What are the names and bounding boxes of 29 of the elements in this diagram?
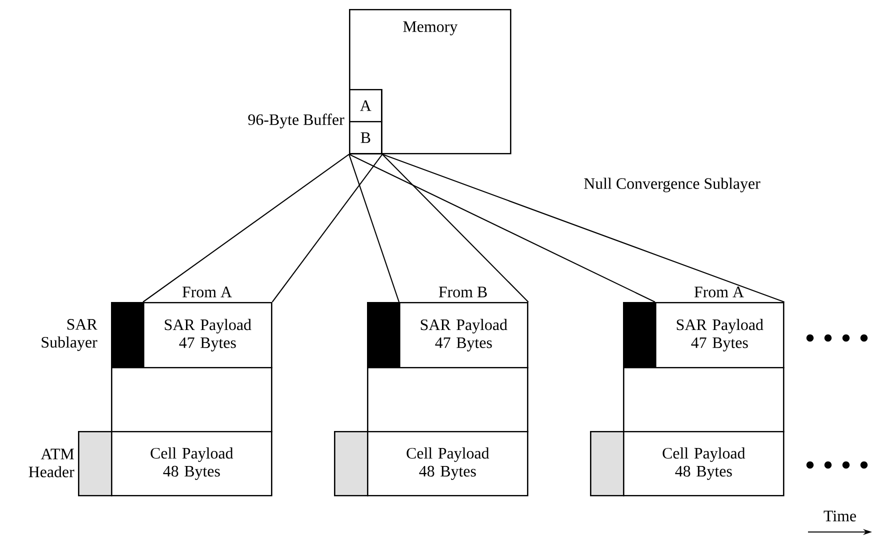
- empty-box: [367, 367, 528, 432]
- beside-label: From A: [182, 286, 232, 298]
- header-block: [78, 431, 112, 496]
- payload-box: Cell Payload 48 Bytes: [111, 431, 272, 496]
- connector-line: [382, 154, 529, 302]
- connector-line: [272, 154, 383, 302]
- layer-label: Null Convergence Sublayer: [584, 178, 760, 192]
- connector-line: [142, 154, 350, 302]
- layer-label: ATM Header: [28, 448, 74, 478]
- empty-box: [111, 367, 272, 432]
- empty-box: [623, 367, 784, 432]
- payload-box: SAR Payload 47 Bytes: [143, 302, 272, 368]
- header-block: [590, 431, 624, 496]
- axis-label: Time: [824, 510, 856, 522]
- connector-line: [348, 154, 400, 302]
- connector-line: [348, 154, 656, 302]
- beside-label: 96-Byte Buffer: [248, 114, 344, 128]
- payload-box: SAR Payload 47 Bytes: [655, 302, 784, 368]
- payload-box: Cell Payload 48 Bytes: [367, 431, 528, 496]
- header-block: [334, 431, 368, 496]
- beside-label: From A: [694, 286, 744, 298]
- header-block: [111, 302, 144, 368]
- beside-label: From B: [438, 286, 487, 298]
- connector-line: [382, 154, 784, 303]
- header-block: [367, 302, 400, 368]
- header-block: [623, 302, 656, 368]
- payload-box: Cell Payload 48 Bytes: [623, 431, 784, 496]
- payload-box: SAR Payload 47 Bytes: [399, 302, 528, 368]
- layer-label: SAR Sublayer: [42, 319, 98, 351]
